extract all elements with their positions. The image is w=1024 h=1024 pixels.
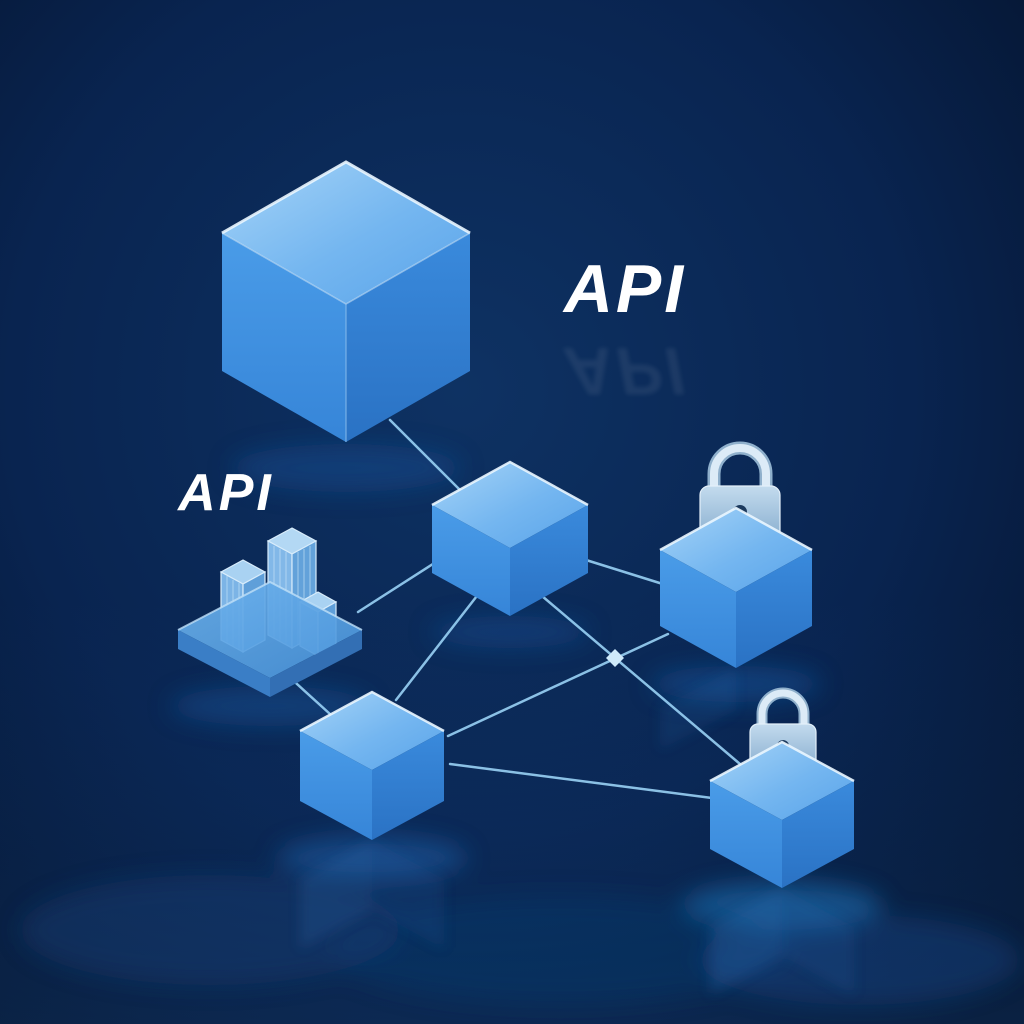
cube-right-face [736, 550, 812, 668]
cube-right-face [372, 731, 444, 840]
connector-line-lockright-to-bottomcube [446, 632, 670, 738]
connector-line-center-to-lockright [584, 558, 668, 587]
platform-rim-highlight [177, 580, 363, 631]
cube-left-face [660, 550, 736, 668]
api-label-secondary: API [176, 464, 274, 522]
cube-left-face [222, 233, 346, 442]
connector-line-center-to-lockbottom [540, 594, 742, 766]
lock-cube-right-node [659, 441, 813, 668]
cube-reflection [300, 840, 372, 949]
cube-edge-highlight [431, 460, 589, 507]
api-label-primary-reflection: API [562, 333, 686, 409]
city-platform-node [177, 527, 363, 697]
connector-line-bottomcube-to-lockbottom [448, 762, 714, 800]
reflection-glow [430, 616, 590, 648]
cube-right-face [782, 781, 854, 888]
connector-line-center-to-bottomcube [394, 590, 482, 702]
cube-edge-highlight [221, 160, 471, 235]
lock-shackle [710, 444, 770, 496]
connector-line-large-to-center [388, 418, 462, 492]
connector-line-center-to-platform [356, 560, 438, 614]
cube-reflection [372, 840, 444, 949]
bottom-cube-node [299, 690, 445, 840]
reflection-glow [231, 444, 461, 492]
connector-lines [284, 418, 742, 800]
cube-left-face [710, 781, 782, 888]
platform-right-edge [270, 630, 362, 697]
large-cube-node [221, 160, 471, 442]
platform-left-edge [178, 630, 270, 697]
cube-reflection [710, 888, 782, 995]
reflection-pool [330, 895, 790, 1005]
junction-node [606, 649, 624, 667]
cube-right-face [510, 505, 588, 616]
cube-left-face [300, 731, 372, 840]
cube-right-face [346, 233, 470, 442]
lock-shackle [758, 689, 808, 734]
center-cube-node [431, 460, 589, 616]
cube-edge-highlight [659, 506, 813, 552]
reflection-glow [170, 686, 370, 726]
cube-edge-highlight [709, 740, 855, 783]
api-label-primary: API [562, 251, 686, 327]
cube-reflection [660, 668, 736, 750]
cube-edge-highlight [299, 690, 445, 733]
lock-cube-bottom-right-node [709, 687, 855, 888]
cube-reflection [782, 888, 854, 995]
cube-left-face [432, 505, 510, 616]
mirrored-reflections [300, 668, 854, 995]
